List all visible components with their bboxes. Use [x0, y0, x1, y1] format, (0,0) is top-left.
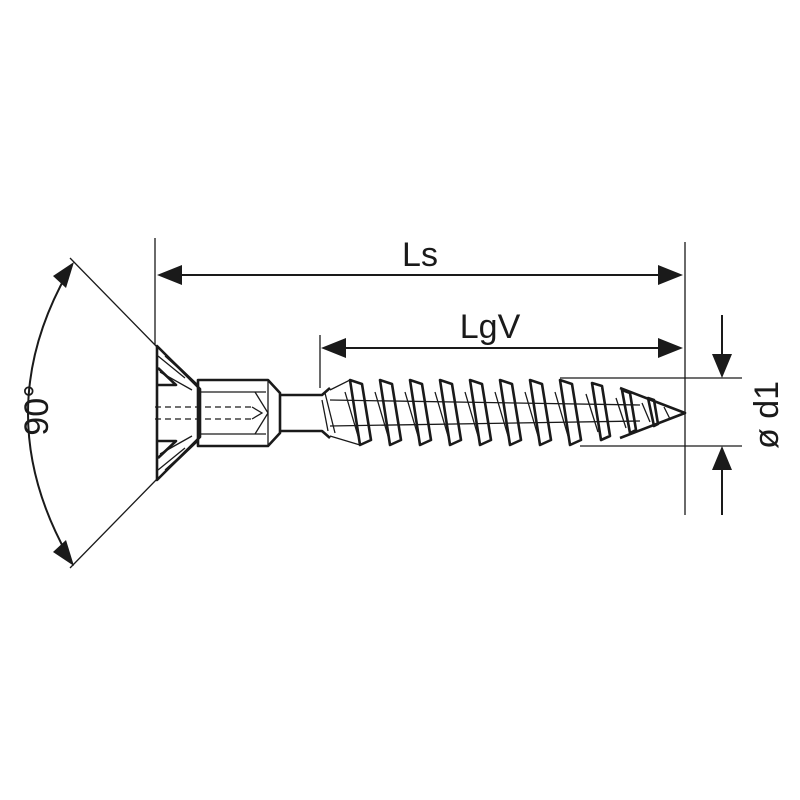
shank-bottom: [280, 429, 331, 439]
screw-shank: [196, 378, 336, 448]
neck-profile: [196, 378, 282, 448]
angle-extension-line-bottom: [69, 477, 159, 569]
neck-ridge: [254, 381, 269, 445]
thread-flanks: [348, 378, 660, 447]
d1-arrow-bottom: [712, 446, 732, 470]
screw-tip: [619, 386, 687, 440]
d1-dimension: ø d1: [712, 315, 786, 515]
angle-arrow-top: [53, 262, 74, 288]
d1-label: ø d1: [748, 381, 786, 449]
thread-runout: [329, 379, 361, 446]
head-rib-notches: [157, 367, 178, 459]
lgv-arrow-left: [321, 338, 346, 358]
head-ribs: [157, 355, 197, 471]
lgv-arrow-right: [658, 338, 683, 358]
lgv-label: LgV: [460, 308, 521, 346]
angle-arrow-bottom: [53, 540, 74, 566]
recess-tip: [251, 406, 264, 420]
ls-arrow-left: [157, 265, 182, 285]
extension-lines: [69, 238, 742, 569]
shank-top: [280, 387, 331, 397]
d1-arrow-top: [712, 354, 732, 378]
ls-dimension: Ls: [157, 236, 683, 285]
lgv-dimension: LgV: [321, 308, 683, 358]
angle-dimension: 90°: [18, 262, 74, 566]
shank-cut: [321, 392, 336, 434]
angle-arc: [27, 271, 69, 557]
ls-arrow-right: [658, 265, 683, 285]
drive-recess: [155, 406, 264, 420]
thread-core-bottom: [329, 420, 641, 427]
ls-label: Ls: [402, 236, 438, 274]
screw: [155, 344, 687, 482]
angle-extension-line-top: [69, 257, 159, 349]
screw-thread: [329, 378, 687, 447]
thread-hatch: [344, 391, 671, 437]
head-chamfer-lines: [156, 345, 198, 481]
screw-head: [155, 344, 202, 482]
angle-label: 90°: [18, 384, 56, 435]
